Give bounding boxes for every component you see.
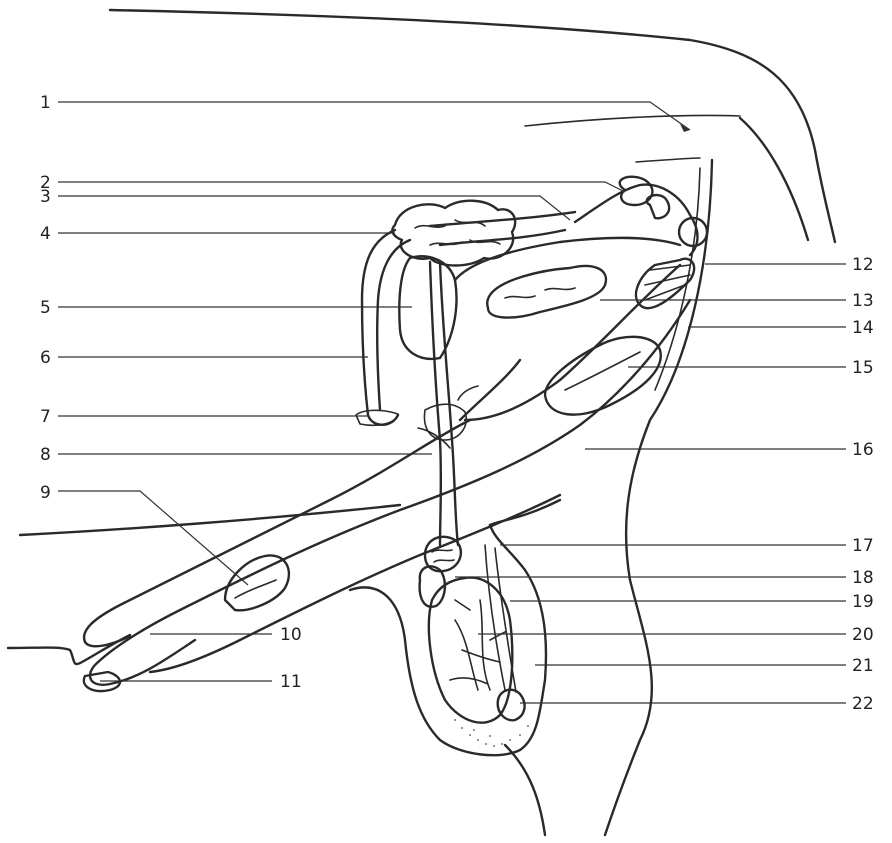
label-20: 20 bbox=[852, 625, 874, 645]
label-9: 9 bbox=[40, 483, 51, 503]
kidney-region bbox=[430, 177, 707, 255]
testis bbox=[420, 537, 525, 723]
ductus-deferens bbox=[356, 230, 410, 425]
label-8: 8 bbox=[40, 445, 51, 465]
label-13: 13 bbox=[852, 291, 874, 311]
bulbourethral-gland bbox=[636, 259, 694, 308]
label-18: 18 bbox=[852, 568, 874, 588]
label-10: 10 bbox=[280, 625, 302, 645]
label-16: 16 bbox=[852, 440, 874, 460]
label-14: 14 bbox=[852, 318, 874, 338]
label-22: 22 bbox=[852, 694, 874, 714]
label-6: 6 bbox=[40, 348, 51, 368]
pelvic-outline bbox=[455, 238, 680, 420]
label-3: 3 bbox=[40, 187, 51, 207]
label-15: 15 bbox=[852, 358, 874, 378]
label-7: 7 bbox=[40, 407, 51, 427]
ischiocavernosus-muscle bbox=[545, 337, 661, 415]
penis bbox=[84, 300, 690, 691]
right-callouts: 12 13 14 15 16 17 18 19 20 21 22 bbox=[455, 255, 874, 714]
label-1: 1 bbox=[40, 93, 51, 113]
spermatic-cord bbox=[418, 262, 478, 545]
label-4: 4 bbox=[40, 224, 51, 244]
rectum bbox=[487, 266, 606, 318]
label-12: 12 bbox=[852, 255, 874, 275]
scrotum-stipple bbox=[454, 719, 529, 747]
label-17: 17 bbox=[852, 536, 874, 556]
scrotum bbox=[350, 500, 560, 835]
label-19: 19 bbox=[852, 592, 874, 612]
label-21: 21 bbox=[852, 656, 874, 676]
label-11: 11 bbox=[280, 672, 302, 692]
label-5: 5 bbox=[40, 298, 51, 318]
